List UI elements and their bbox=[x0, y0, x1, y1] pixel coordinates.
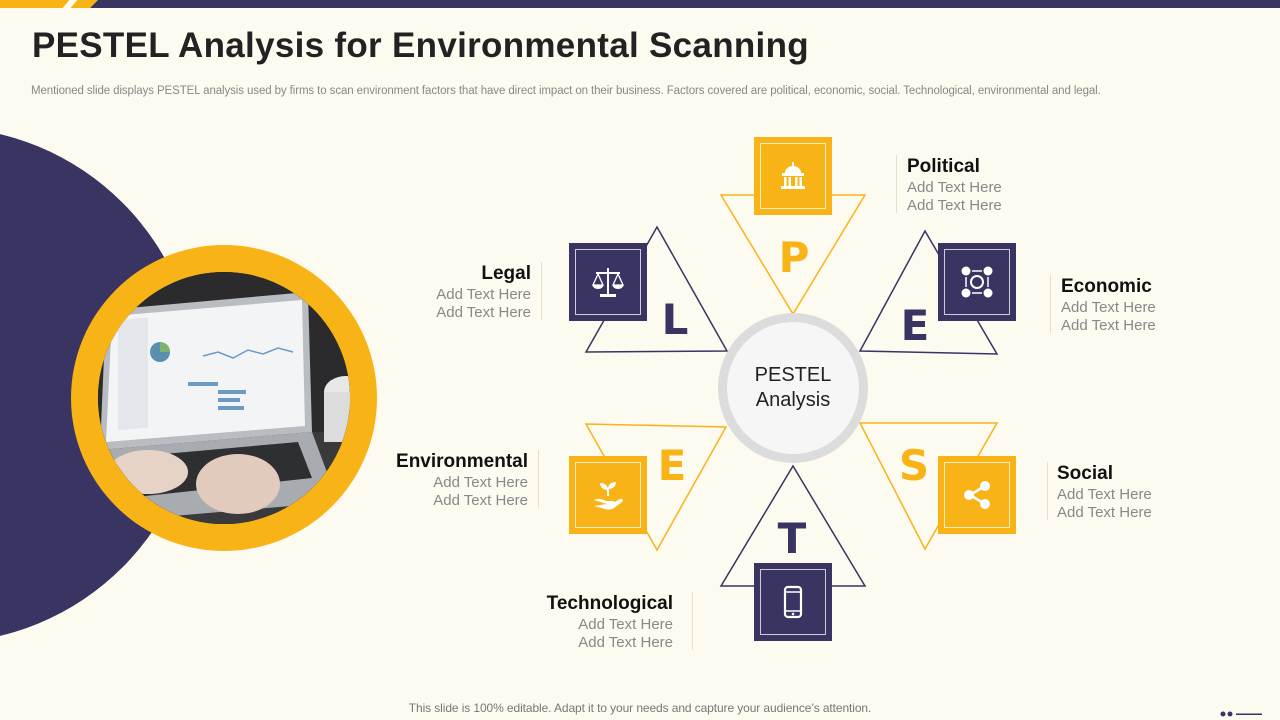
technological-title: Technological bbox=[546, 593, 673, 614]
technological-icon-box bbox=[754, 563, 832, 641]
center-circle: PESTEL Analysis bbox=[718, 313, 868, 463]
top-accent-yellow bbox=[0, 0, 98, 8]
technological-divider bbox=[692, 592, 693, 650]
political-divider bbox=[896, 155, 897, 213]
economic-title: Economic bbox=[1061, 276, 1152, 297]
legal-icon-box bbox=[569, 243, 647, 321]
letter-t: T bbox=[778, 514, 807, 563]
technological-text-1: Add Text Here bbox=[578, 616, 673, 633]
center-label-line1: PESTEL bbox=[754, 364, 832, 386]
slide-nav-indicator bbox=[1220, 711, 1262, 717]
economic-text-2: Add Text Here bbox=[1061, 317, 1156, 334]
technological-text-2: Add Text Here bbox=[578, 634, 673, 651]
environmental-divider bbox=[538, 450, 539, 508]
political-title: Political bbox=[907, 156, 980, 177]
center-label-line2: Analysis bbox=[755, 389, 831, 411]
technological-label: Technological Add Text Here Add Text Her… bbox=[547, 592, 673, 652]
social-text-2: Add Text Here bbox=[1057, 504, 1152, 521]
page-title: PESTEL Analysis for Environmental Scanni… bbox=[32, 26, 809, 65]
environmental-label: Environmental Add Text Here Add Text Her… bbox=[396, 450, 528, 510]
economic-icon-box bbox=[938, 243, 1016, 321]
legal-text-1: Add Text Here bbox=[436, 286, 531, 303]
legal-title: Legal bbox=[481, 263, 531, 284]
social-text-1: Add Text Here bbox=[1057, 486, 1152, 503]
share-icon bbox=[964, 481, 990, 509]
letter-e-economic: E bbox=[901, 301, 930, 350]
political-text-2: Add Text Here bbox=[907, 197, 1002, 214]
smartphone-icon bbox=[783, 585, 803, 619]
letter-s: S bbox=[899, 441, 929, 490]
legal-label: Legal Add Text Here Add Text Here bbox=[436, 262, 531, 322]
letter-l: L bbox=[662, 295, 689, 344]
letter-p: P bbox=[779, 233, 810, 282]
laptop-photo bbox=[98, 272, 350, 524]
letter-e-environmental: E bbox=[658, 441, 687, 490]
social-icon-box bbox=[938, 456, 1016, 534]
political-icon-box bbox=[754, 137, 832, 215]
political-text-1: Add Text Here bbox=[907, 179, 1002, 196]
environmental-text-1: Add Text Here bbox=[433, 474, 528, 491]
political-label: Political Add Text Here Add Text Here bbox=[907, 155, 1002, 215]
social-title: Social bbox=[1057, 463, 1113, 484]
social-label: Social Add Text Here Add Text Here bbox=[1057, 462, 1152, 522]
environmental-icon-box bbox=[569, 456, 647, 534]
economic-label: Economic Add Text Here Add Text Here bbox=[1061, 275, 1156, 335]
footer-note: This slide is 100% editable. Adapt it to… bbox=[408, 701, 872, 715]
money-exchange-icon bbox=[961, 266, 993, 298]
social-divider bbox=[1047, 462, 1048, 520]
legal-text-2: Add Text Here bbox=[436, 304, 531, 321]
economic-divider bbox=[1050, 275, 1051, 333]
capitol-building-icon bbox=[781, 162, 805, 189]
environmental-text-2: Add Text Here bbox=[433, 492, 528, 509]
page-subtitle: Mentioned slide displays PESTEL analysis… bbox=[31, 85, 1101, 97]
economic-text-1: Add Text Here bbox=[1061, 299, 1156, 316]
top-accent-bar bbox=[0, 0, 1280, 8]
legal-divider bbox=[541, 262, 542, 320]
environmental-title: Environmental bbox=[396, 451, 528, 472]
plant-in-hand-icon bbox=[594, 482, 623, 510]
scales-icon bbox=[591, 268, 625, 297]
